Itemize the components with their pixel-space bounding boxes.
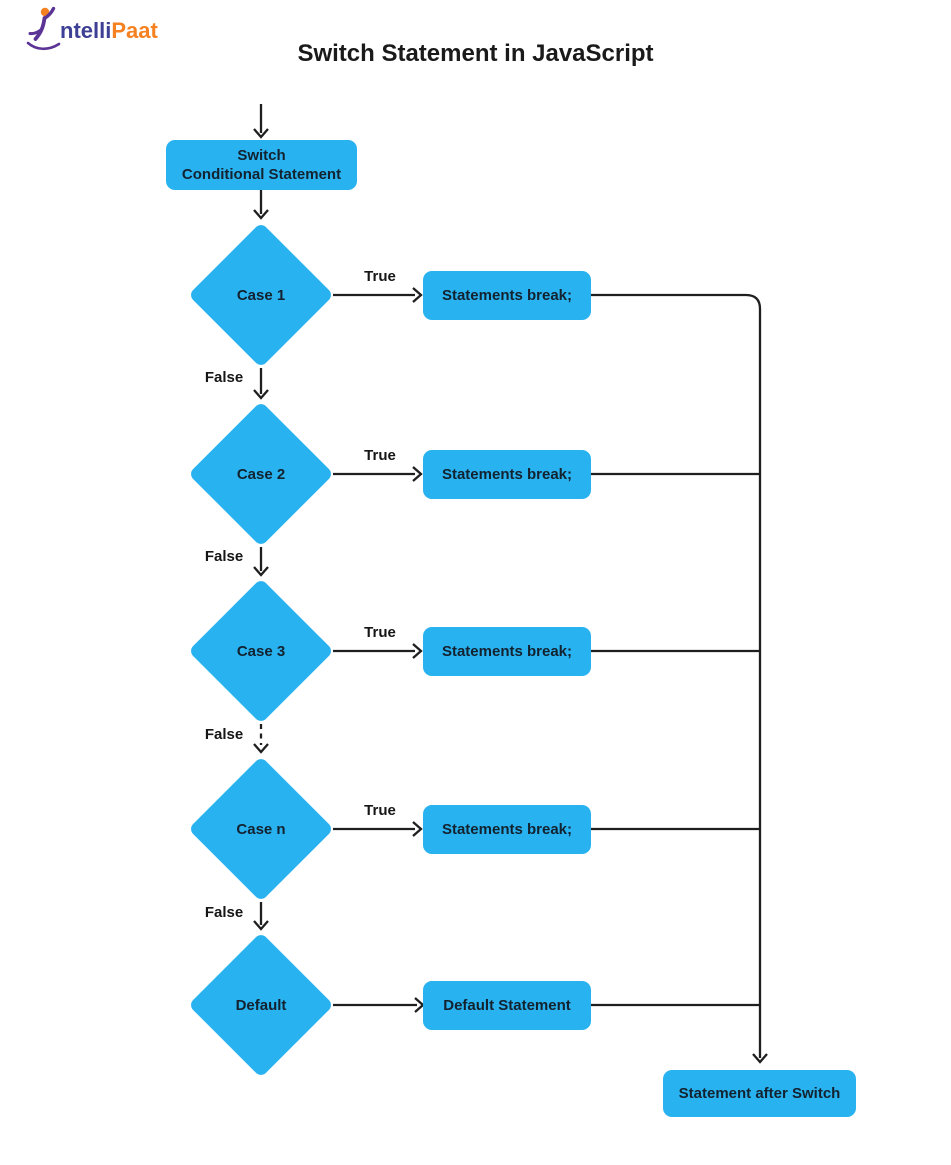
- case-n-label: Case n: [236, 820, 286, 838]
- logo-text-orange: Paat: [111, 18, 158, 43]
- edge-rail: [591, 293, 762, 1058]
- case-n-diamond: Case n: [188, 756, 334, 902]
- case-n-false-label: False: [204, 904, 244, 921]
- arrowhead-case1-false: [253, 389, 269, 400]
- case-3-label: Case 3: [236, 642, 286, 660]
- page-title: Switch Statement in JavaScript: [297, 40, 654, 67]
- default-action-node: Default Statement: [423, 981, 591, 1030]
- case-1-diamond: Case 1: [188, 222, 334, 368]
- intellipaat-logo-text: ntelliPaat: [60, 18, 158, 44]
- case-n-true-label: True: [364, 802, 396, 819]
- intellipaat-logo: ntelliPaat: [26, 4, 158, 56]
- case-2-label: Case 2: [236, 465, 286, 483]
- intellipaat-logo-mark: [26, 6, 61, 51]
- case-n-action-label: Statements break;: [441, 820, 573, 838]
- case-2-action-node: Statements break;: [423, 450, 591, 499]
- start-node-line2: Conditional Statement: [181, 166, 342, 183]
- logo-text-blue: ntelli: [60, 18, 112, 43]
- default-diamond: Default: [188, 932, 334, 1078]
- arrowhead-entry: [253, 128, 269, 139]
- case-2-diamond: Case 2: [188, 401, 334, 547]
- case-1-false-label: False: [204, 369, 244, 386]
- case-1-label: Case 1: [236, 286, 286, 304]
- case-2-true-label: True: [364, 447, 396, 464]
- case-3-action-label: Statements break;: [441, 642, 573, 660]
- arrowhead-casen-false: [253, 920, 269, 931]
- case-1-action-node: Statements break;: [423, 271, 591, 320]
- case-1-true-label: True: [364, 268, 396, 285]
- end-node-label: Statement after Switch: [678, 1084, 841, 1102]
- case-2-action-label: Statements break;: [441, 465, 573, 483]
- case-3-false-label: False: [204, 726, 244, 743]
- case-2-false-label: False: [204, 548, 244, 565]
- start-node-label: Switch Conditional Statement: [182, 146, 341, 185]
- case-3-diamond: Case 3: [188, 578, 334, 724]
- arrowhead-case3-true: [412, 643, 423, 659]
- arrowhead-start-case1: [253, 209, 269, 220]
- arrowhead-case1-true: [412, 287, 423, 303]
- case-3-true-label: True: [364, 624, 396, 641]
- arrowhead-case3-false: [253, 743, 269, 754]
- case-3-action-node: Statements break;: [423, 627, 591, 676]
- arrowhead-case2-true: [412, 466, 423, 482]
- arrowhead-case2-false: [253, 566, 269, 577]
- default-label: Default: [235, 996, 287, 1014]
- case-n-action-node: Statements break;: [423, 805, 591, 854]
- case-1-action-label: Statements break;: [441, 286, 573, 304]
- arrowhead-rail-end: [752, 1053, 768, 1064]
- start-node-line1: Switch: [237, 146, 286, 164]
- default-action-label: Default Statement: [443, 996, 571, 1014]
- end-node: Statement after Switch: [663, 1070, 856, 1117]
- start-node: Switch Conditional Statement: [166, 140, 357, 190]
- arrowhead-casen-true: [412, 821, 423, 837]
